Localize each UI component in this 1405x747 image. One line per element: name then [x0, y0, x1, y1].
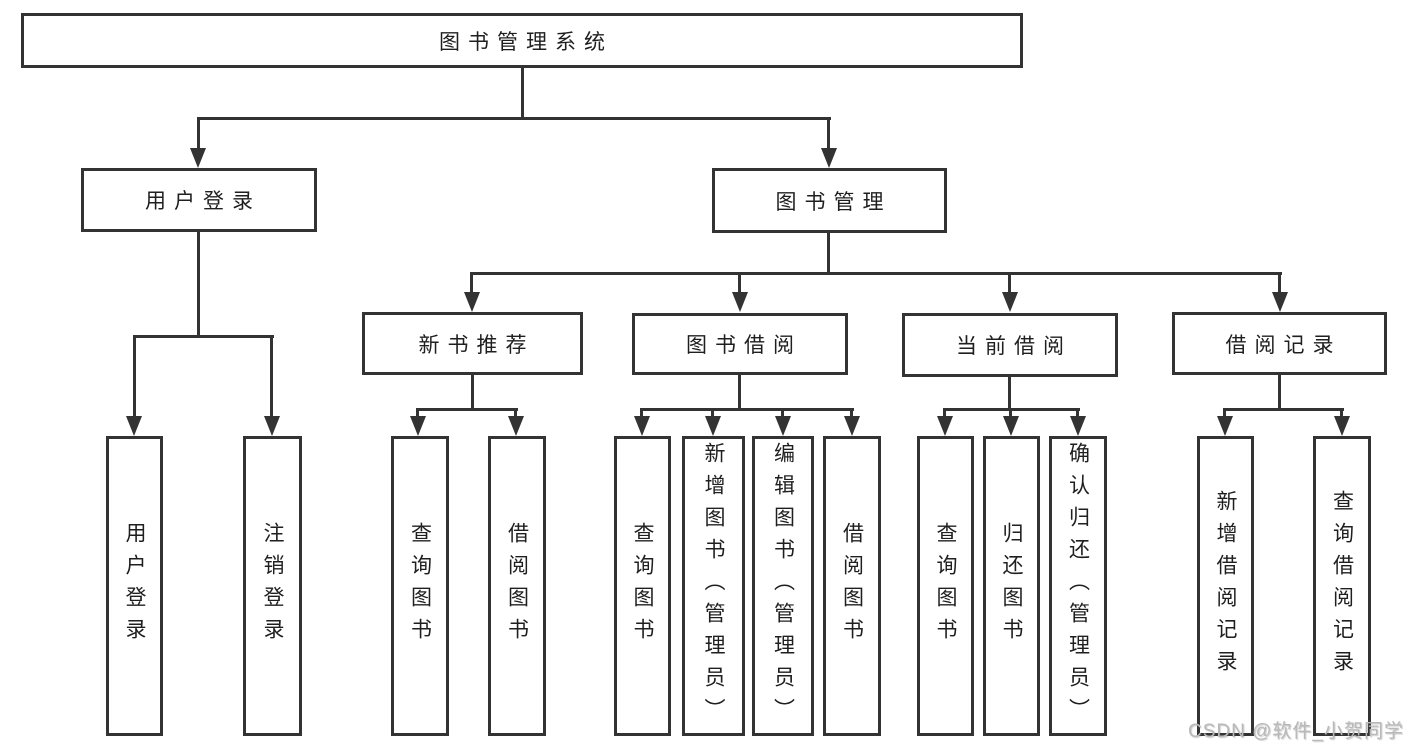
- arrowhead-down-icon: [1003, 416, 1019, 436]
- connector-current-borrow-rail: [944, 408, 1080, 411]
- connector-drop: [1008, 272, 1011, 294]
- connector-book-borrow-stem: [738, 375, 741, 408]
- arrowhead-down-icon: [1217, 416, 1233, 436]
- connector-drop: [514, 408, 517, 418]
- node-current-borrow: 当前借阅: [902, 313, 1118, 377]
- connector-drop: [850, 408, 853, 418]
- connector-book-management-drop: [827, 117, 830, 150]
- arrowhead-down-icon: [937, 416, 953, 436]
- connector-root-rail: [197, 117, 831, 120]
- node-leaf-query-borrow-record: 查询借阅记录: [1313, 436, 1371, 736]
- connector-root-stem: [521, 68, 524, 117]
- connector-drop: [1340, 408, 1343, 418]
- node-user-login: 用户登录: [81, 168, 317, 232]
- node-leaf-return-books: 归还图书: [983, 436, 1040, 736]
- connector-book-borrow-rail: [641, 408, 854, 411]
- connector-drop: [270, 335, 273, 416]
- connector-borrow-records-stem: [1278, 375, 1281, 408]
- arrowhead-down-icon: [410, 416, 426, 436]
- connector-user-login-drop: [197, 117, 200, 150]
- connector-drop: [1076, 408, 1079, 418]
- connector-drop: [133, 335, 136, 416]
- connector-book-management-stem: [827, 233, 830, 272]
- connector-drop: [738, 272, 741, 294]
- arrowhead-down-icon: [190, 148, 206, 168]
- connector-user-login-stem: [197, 232, 200, 335]
- node-leaf-add-borrow-record: 新增借阅记录: [1197, 436, 1254, 736]
- node-leaf-borrow-books-1: 借阅图书: [488, 436, 546, 736]
- node-leaf-edit-books-admin: 编辑图书（管理员）: [752, 436, 814, 736]
- connector-drop: [1223, 408, 1226, 418]
- arrowhead-down-icon: [1334, 416, 1350, 436]
- node-book-management: 图书管理: [712, 168, 947, 233]
- node-root: 图书管理系统: [21, 13, 1023, 68]
- connector-drop: [470, 272, 473, 294]
- csdn-watermark: CSDN @软件_小贺同学: [1188, 721, 1404, 742]
- connector-user-login-rail: [133, 335, 274, 338]
- arrowhead-down-icon: [264, 416, 280, 436]
- node-borrow-records: 借阅记录: [1172, 312, 1387, 375]
- node-leaf-query-books-2: 查询图书: [614, 436, 671, 736]
- connector-drop: [711, 408, 714, 418]
- arrowhead-down-icon: [1272, 292, 1288, 312]
- connector-drop: [1009, 408, 1012, 418]
- arrowhead-down-icon: [464, 292, 480, 312]
- node-leaf-user-login: 用户登录: [106, 436, 163, 736]
- arrowhead-down-icon: [1002, 292, 1018, 312]
- node-leaf-query-books-3: 查询图书: [917, 436, 974, 736]
- connector-drop: [1278, 272, 1281, 294]
- connector-new-book-rail: [417, 408, 518, 411]
- node-leaf-add-books-admin: 新增图书（管理员）: [682, 436, 745, 736]
- connector-current-borrow-stem: [1008, 377, 1011, 408]
- arrowhead-down-icon: [1070, 416, 1086, 436]
- node-new-book-recommend: 新书推荐: [362, 312, 583, 375]
- connector-drop: [943, 408, 946, 418]
- arrowhead-down-icon: [126, 416, 142, 436]
- connector-new-book-stem: [471, 375, 474, 408]
- connector-drop: [781, 408, 784, 418]
- connector-drop: [416, 408, 419, 418]
- node-book-borrow: 图书借阅: [632, 313, 848, 375]
- arrowhead-down-icon: [775, 416, 791, 436]
- node-leaf-query-books-1: 查询图书: [391, 436, 449, 736]
- node-leaf-logout: 注销登录: [243, 436, 302, 736]
- arrowhead-down-icon: [844, 416, 860, 436]
- arrowhead-down-icon: [634, 416, 650, 436]
- connector-borrow-records-rail: [1224, 408, 1344, 411]
- arrowhead-down-icon: [821, 148, 837, 168]
- arrowhead-down-icon: [705, 416, 721, 436]
- connector-book-management-rail: [471, 272, 1282, 275]
- node-leaf-confirm-return-admin: 确认归还（管理员）: [1049, 436, 1107, 736]
- arrowhead-down-icon: [732, 292, 748, 312]
- node-leaf-borrow-books-2: 借阅图书: [823, 436, 881, 736]
- connector-drop: [640, 408, 643, 418]
- arrowhead-down-icon: [508, 416, 524, 436]
